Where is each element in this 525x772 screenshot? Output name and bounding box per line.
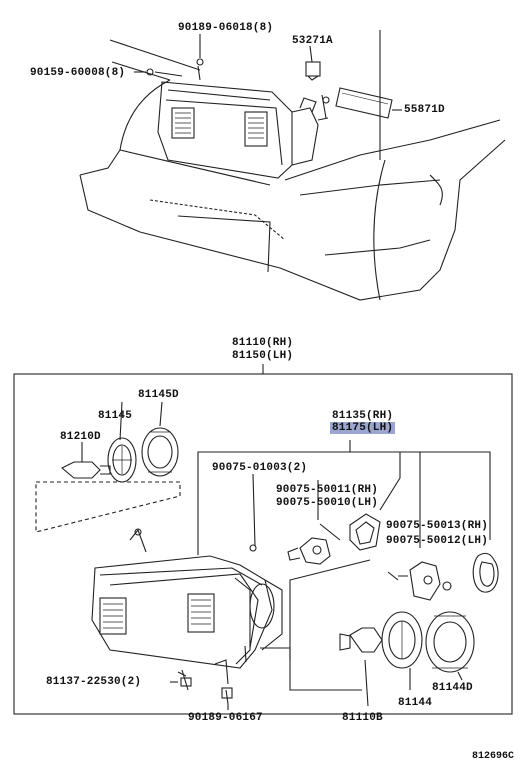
label-81210D: 81210D xyxy=(60,431,101,443)
label-90159-60008: 90159-60008(8) xyxy=(30,67,126,79)
label-90075-50011: 90075-50011(RH) xyxy=(276,484,379,496)
label-90189-06167: 90189-06167 xyxy=(188,712,263,724)
label-81145: 81145 xyxy=(98,410,133,422)
label-assembly-rh: 81110(RH) xyxy=(232,337,294,349)
label-90075-50013: 90075-50013(RH) xyxy=(386,520,489,532)
label-90075-50012: 90075-50012(LH) xyxy=(386,535,489,547)
label-81110B: 81110B xyxy=(342,712,383,724)
label-90075-50010: 90075-50010(LH) xyxy=(276,497,379,509)
figure-id: 812696C xyxy=(472,751,515,762)
label-81135: 81135(RH) xyxy=(332,410,394,422)
label-55871D: 55871D xyxy=(404,104,445,116)
label-90075-01003: 90075-01003(2) xyxy=(212,462,308,474)
label-81144: 81144 xyxy=(398,697,433,709)
label-assembly-lh: 81150(LH) xyxy=(232,350,294,362)
label-81144D: 81144D xyxy=(432,682,473,694)
label-81145D: 81145D xyxy=(138,389,179,401)
label-81175-highlighted: 81175(LH) xyxy=(330,422,396,434)
label-81137-22530: 81137-22530(2) xyxy=(46,676,142,688)
label-90189-06018: 90189-06018(8) xyxy=(178,22,274,34)
label-53271A: 53271A xyxy=(292,35,333,47)
